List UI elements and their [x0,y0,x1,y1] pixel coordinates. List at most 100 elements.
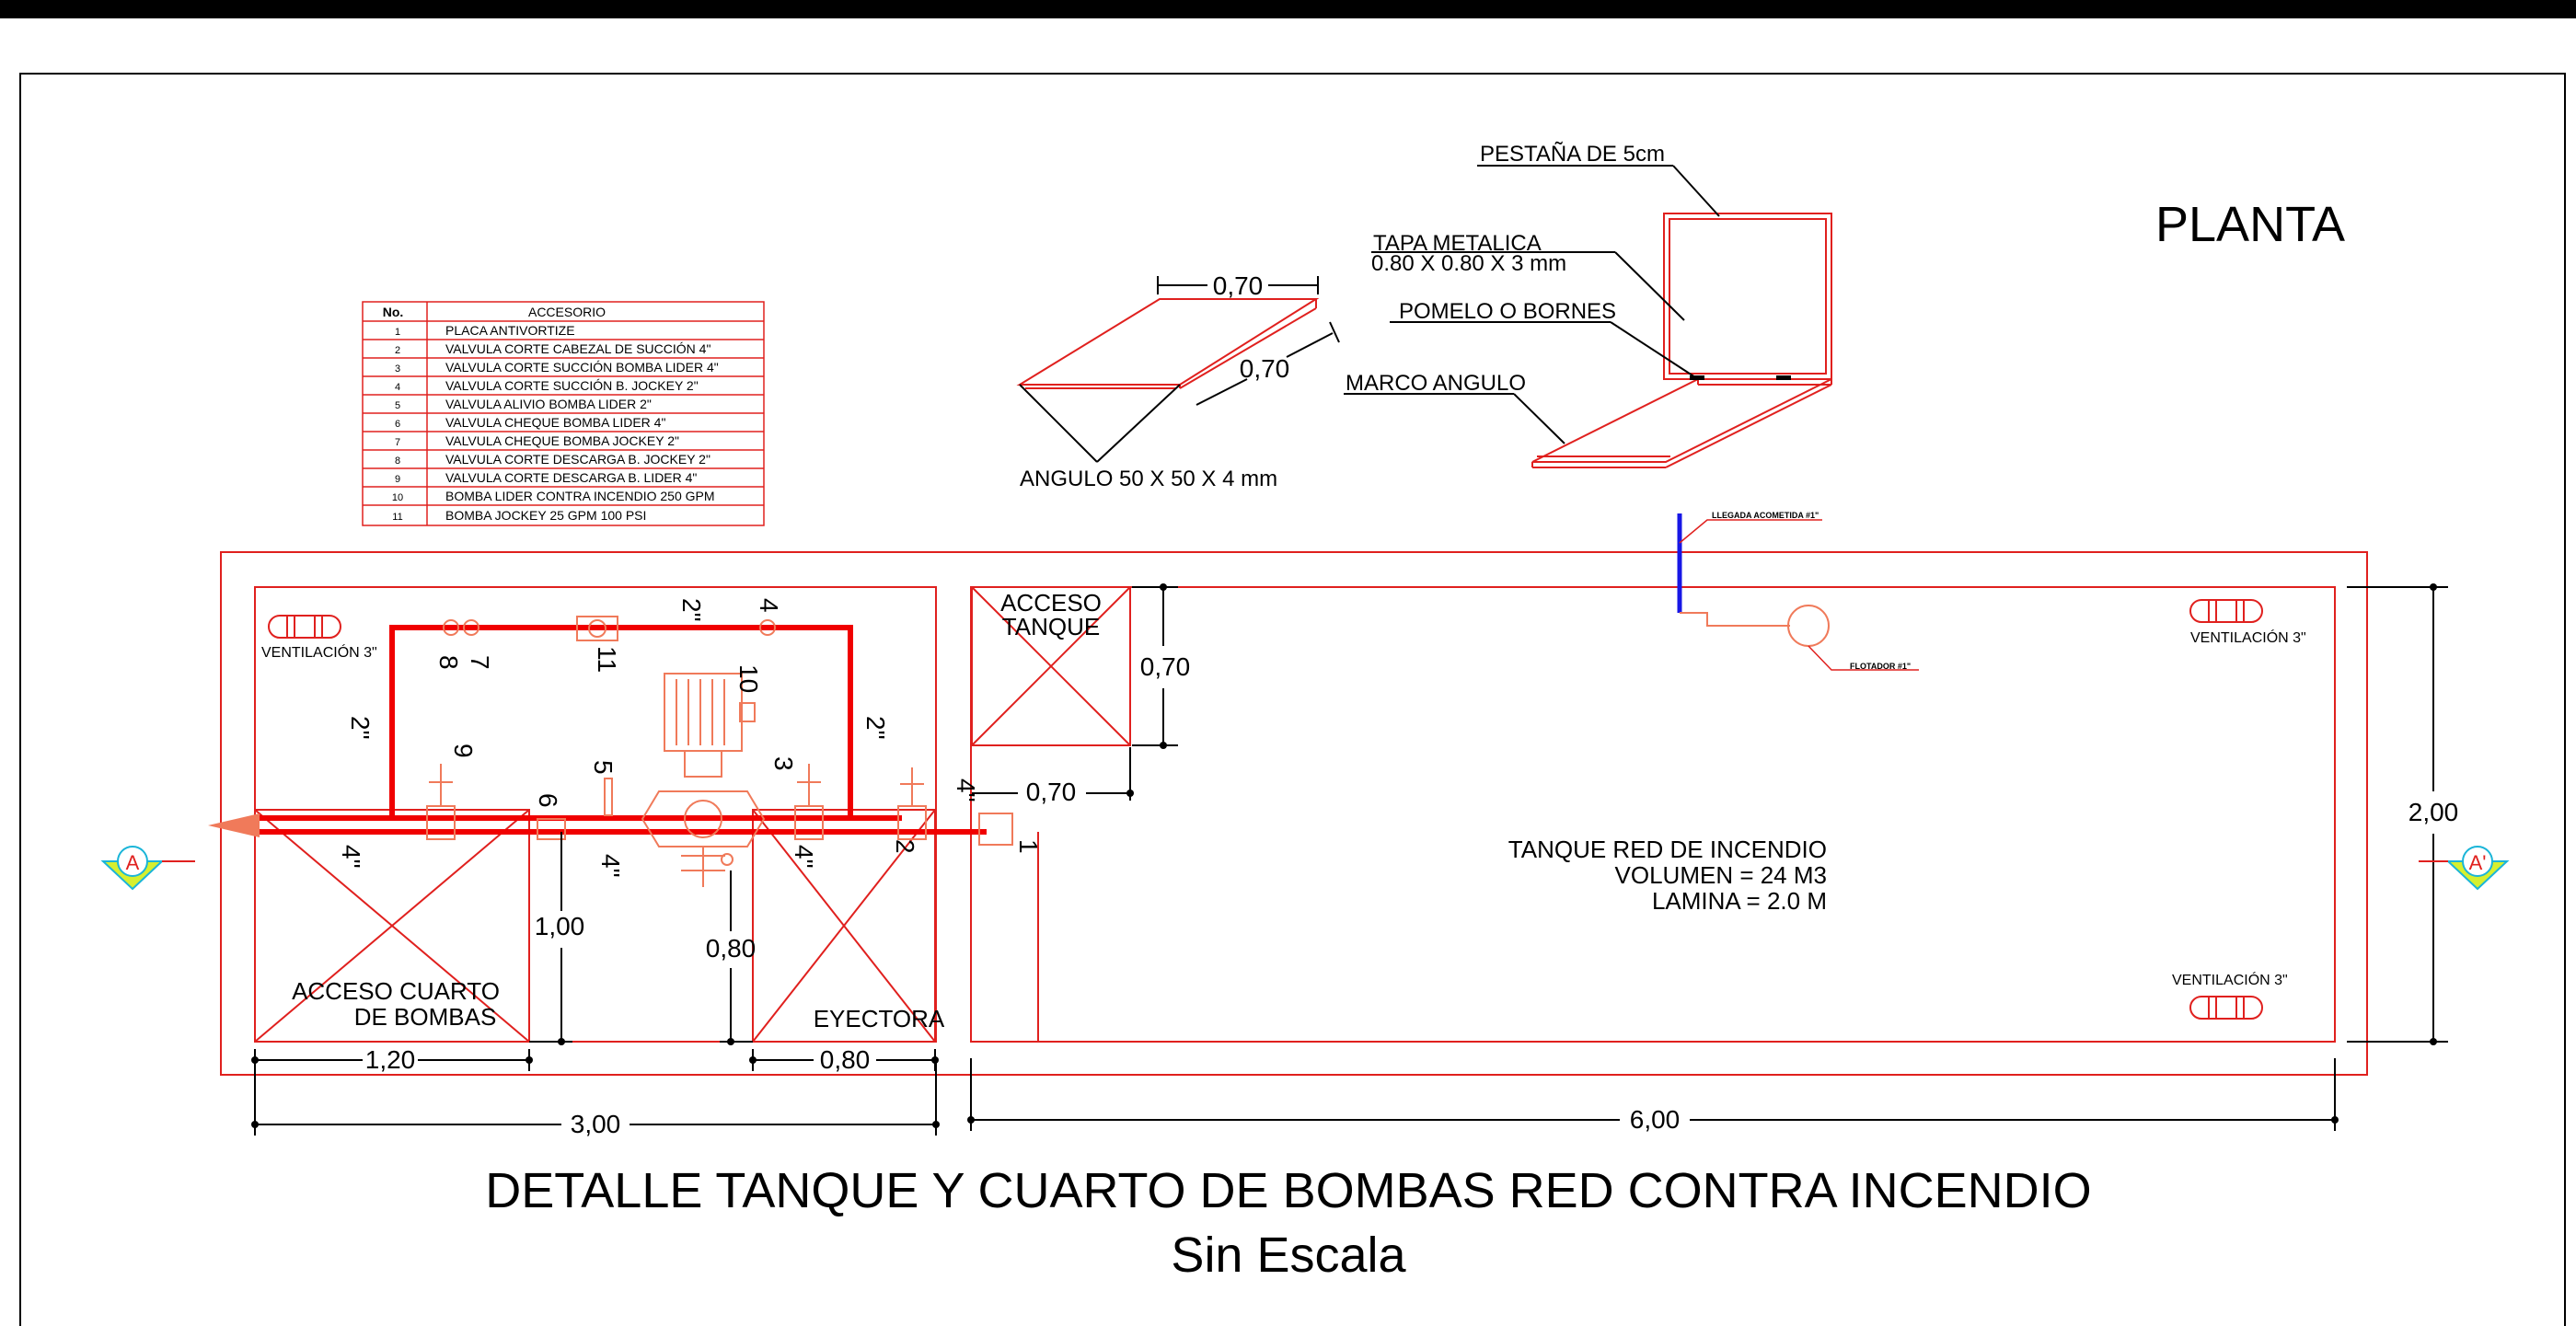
vent-label-pump-room: VENTILACIÓN 3" [261,643,377,661]
tag-10: 10 [734,664,763,693]
inlet-leaders [1679,519,1919,671]
table-row-no: 9 [395,474,400,485]
section-marker-left-label: A [126,851,140,874]
tag-11: 11 [593,646,621,673]
table-row-no: 7 [395,437,400,448]
table-row-text: VALVULA CORTE CABEZAL DE SUCCIÓN 4" [445,341,710,356]
tank-access-label: TANQUE [1002,613,1100,640]
cover-label: TAPA METALICA [1373,231,1542,256]
tag-9: 9 [449,744,478,758]
flange-label: PESTAÑA DE 5cm [1480,142,1665,167]
accessory-table-text: No. ACCESORIO 1 PLACA ANTIVORTIZE 2 VALV… [383,305,719,523]
dimension-ticks [251,583,2437,1128]
tank [970,586,2336,1043]
valves-and-fittings [426,616,1013,846]
dimension-lines [254,586,2448,1136]
angle-label: ANGULO 50 X 50 X 4 mm [1020,467,1277,491]
sheet-frame [19,73,2566,1326]
table-row-no: 8 [395,455,400,467]
table-row-text: PLACA ANTIVORTIZE [445,323,575,338]
table-row-no: 4 [395,382,400,393]
drawing-title: DETALLE TANQUE Y CUARTO DE BOMBAS RED CO… [485,1163,2091,1218]
float-label: FLOTADOR #1" [1850,662,1911,671]
lid-leader-lines [1344,165,1720,444]
dim-6-00: 6,00 [1630,1105,1681,1134]
pipe-size-label: 4" [952,778,980,802]
table-row-no: 1 [395,327,400,338]
section-marker-left [100,846,195,891]
tag-1: 1 [1014,839,1043,854]
pipe-size-label: 4" [790,845,818,869]
main-pump [641,673,766,887]
lid-width-dim: 0,70 [1213,271,1264,300]
vent-pump-room [268,615,341,639]
tag-4: 4 [755,598,783,613]
float-valve [1680,605,1830,647]
pipe-size-label: 2" [677,598,706,622]
tank-level: LAMINA = 2.0 M [1652,887,1827,915]
dim-0-80-v: 0,80 [706,934,757,963]
tag-3: 3 [769,756,798,771]
table-row-no: 5 [395,400,400,411]
vent-label-tank-bottom: VENTILACIÓN 3" [2172,971,2288,988]
table-header-no: No. [383,305,404,319]
vent-label-tank-top: VENTILACIÓN 3" [2190,628,2306,646]
plan-outlines [220,551,2368,1076]
accessory-table [362,301,765,526]
tag-7: 7 [466,655,494,670]
table-row-no: 11 [392,512,402,523]
dim-3-00: 3,00 [571,1110,621,1138]
tag-8: 8 [434,655,463,670]
pump-room-access-label: DE BOMBAS [354,1003,497,1031]
tag-6: 6 [534,793,562,808]
dim-access-bottom: 0,70 [1026,778,1077,806]
pump-room-access-label: ACCESO CUARTO [292,977,500,1005]
pipe-size-label: 2" [346,716,375,740]
table-row-no: 2 [395,345,400,356]
dim-2-00: 2,00 [2409,798,2459,826]
lid-hinges [1690,375,1791,380]
frame-label: MARCO ANGULO [1346,371,1526,396]
top-border-bar [0,0,2576,18]
plan-heading: PLANTA [2155,197,2345,252]
cover-size-label: 0.80 X 0.80 X 3 mm [1371,251,1566,276]
dim-1-20: 1,20 [365,1045,416,1074]
drawing-scale-note: Sin Escala [1171,1228,1406,1283]
tank-name: TANQUE RED DE INCENDIO [1508,836,1827,863]
dim-access-side: 0,70 [1140,652,1191,681]
table-row-text: VALVULA CORTE DESCARGA B. JOCKEY 2" [445,452,710,467]
table-row-text: VALVULA CHEQUE BOMBA LIDER 4" [445,415,665,430]
tag-2: 2 [891,839,919,854]
table-row-text: VALVULA CORTE DESCARGA B. LIDER 4" [445,470,697,485]
dim-1-00: 1,00 [535,912,585,940]
section-marker-right [2419,846,2510,891]
section-marker-right-label: A' [2469,851,2487,874]
ejector-pit [752,809,936,1043]
dim-0-80-h: 0,80 [820,1045,871,1074]
pipe-size-label: 2" [861,716,890,740]
tag-5: 5 [589,760,618,775]
table-row-text: BOMBA JOCKEY 25 GPM 100 PSI [445,508,646,523]
table-row-text: VALVULA CORTE SUCCIÓN B. JOCKEY 2" [445,378,699,393]
hinge-label: POMELO O BORNES [1399,299,1616,324]
table-header-accesorio: ACCESORIO [528,305,606,319]
tank-access-label: ACCESO [1000,589,1102,617]
vent-tank-top [2189,599,2263,623]
accessory-tags: 1 2 3 4 5 6 7 8 9 10 11 [434,598,1043,854]
table-row-no: 6 [395,419,400,430]
tank-access-hatch [971,586,1131,746]
lid-depth-dim: 0,70 [1240,354,1290,383]
table-row-text: VALVULA CHEQUE BOMBA JOCKEY 2" [445,433,679,448]
lid-dimension-lines [1019,276,1340,463]
discharge-arrow [208,813,260,837]
tank-volume: VOLUMEN = 24 M3 [1615,861,1827,889]
table-row-text: VALVULA ALIVIO BOMBA LIDER 2" [445,397,652,411]
pipe-size-label: 4" [337,845,365,869]
ejector-label: EYECTORA [814,1005,945,1032]
pipe-size-label: 4" [596,854,625,878]
table-row-text: BOMBA LIDER CONTRA INCENDIO 250 GPM [445,489,715,503]
table-row-text: VALVULA CORTE SUCCIÓN BOMBA LIDER 4" [445,360,719,375]
outer-slab [220,551,2368,1076]
table-row-no: 3 [395,363,400,375]
